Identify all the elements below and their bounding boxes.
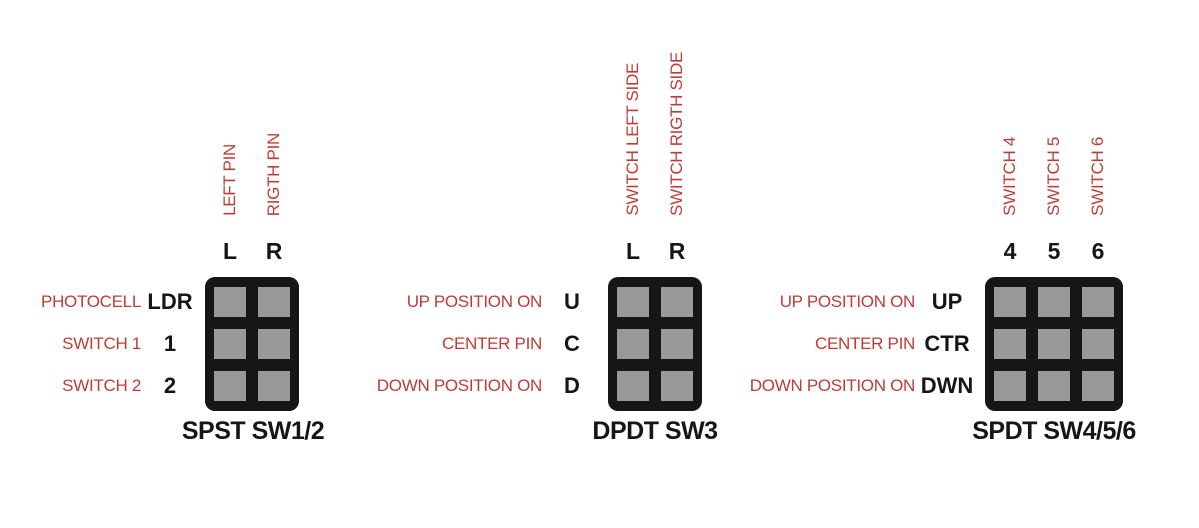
- switch-body: [608, 277, 702, 411]
- switch-caption: SPDT SW4/5/6: [972, 417, 1136, 445]
- pin-contact: [258, 287, 290, 317]
- pin-name-label: U: [564, 289, 580, 314]
- pin-contact: [214, 287, 246, 317]
- pin-name-label: 1: [163, 331, 177, 356]
- pin-row: SWITCH 2 2: [0, 373, 199, 399]
- pin-name-label: DWN: [920, 373, 974, 398]
- pin-column-header: 5: [1047, 237, 1061, 264]
- pin-contact: [617, 329, 649, 359]
- pin-contact: [1038, 371, 1070, 401]
- pin-column-headers: L R: [608, 236, 702, 266]
- pin-function-vertical-label: SWITCH LEFT SIDE: [623, 63, 642, 216]
- pin-description-label: CENTER PIN: [442, 334, 542, 353]
- pin-description-label: DOWN POSITION ON: [749, 376, 916, 395]
- pin-row: DOWN POSITION ON D: [300, 373, 602, 399]
- pin-contact: [661, 287, 693, 317]
- pin-description-label: DOWN POSITION ON: [376, 376, 543, 395]
- pin-contact: [661, 371, 693, 401]
- pin-contact: [994, 371, 1026, 401]
- pin-contact: [661, 329, 693, 359]
- switch-body: [205, 277, 299, 411]
- pin-name-label: D: [564, 373, 580, 398]
- pin-contact: [214, 329, 246, 359]
- pin-contact: [994, 329, 1026, 359]
- pin-function-vertical-label: LEFT PIN: [220, 144, 239, 216]
- pin-name-label: 2: [163, 373, 177, 398]
- pin-name-label: LDR: [147, 289, 193, 314]
- pin-row: PHOTOCELL LDR: [0, 289, 199, 315]
- pin-column-header: R: [668, 237, 686, 264]
- pin-description-label: UP POSITION ON: [406, 292, 543, 311]
- pin-function-vertical-label: SWITCH 6: [1088, 137, 1107, 216]
- pin-description-label: UP POSITION ON: [779, 292, 916, 311]
- pin-contact: [617, 287, 649, 317]
- pin-description-label: SWITCH 1: [62, 334, 141, 353]
- pin-row: CENTER PIN C: [300, 331, 602, 357]
- pin-contact: [1082, 329, 1114, 359]
- pin-function-vertical-label: RIGTH PIN: [264, 132, 283, 216]
- switch-body: [985, 277, 1123, 411]
- pin-row: CENTER PIN CTR: [680, 331, 979, 357]
- pin-contact: [214, 371, 246, 401]
- pin-contact: [1082, 371, 1114, 401]
- pin-contact: [1082, 287, 1114, 317]
- pin-contact: [1038, 329, 1070, 359]
- pin-column-header: 6: [1091, 237, 1105, 264]
- pin-description-label: SWITCH 2: [62, 376, 141, 395]
- pin-column-header: 4: [1003, 237, 1017, 264]
- switch-caption: SPST SW1/2: [181, 417, 325, 445]
- pin-contact: [617, 371, 649, 401]
- pin-contact: [994, 287, 1026, 317]
- pin-column-headers: 4 5 6: [985, 236, 1123, 266]
- pin-name-label: UP: [931, 289, 963, 314]
- switch-caption: DPDT SW3: [592, 417, 718, 445]
- pin-column-header: L: [222, 237, 238, 264]
- pin-contact: [258, 329, 290, 359]
- pin-function-vertical-label: SWITCH 5: [1044, 137, 1063, 216]
- pin-row: UP POSITION ON U: [300, 289, 602, 315]
- pin-contact: [1038, 287, 1070, 317]
- pin-name-label: C: [564, 331, 580, 356]
- pin-row: DOWN POSITION ON DWN: [680, 373, 979, 399]
- pin-function-vertical-label: SWITCH 4: [1000, 137, 1019, 216]
- pin-contact: [258, 371, 290, 401]
- pin-row: SWITCH 1 1: [0, 331, 199, 357]
- pin-row: UP POSITION ON UP: [680, 289, 979, 315]
- pin-description-label: CENTER PIN: [815, 334, 915, 353]
- pin-name-label: CTR: [924, 331, 970, 356]
- pin-column-header: R: [265, 237, 283, 264]
- pin-description-label: PHOTOCELL: [41, 292, 141, 311]
- pin-column-headers: L R: [205, 236, 299, 266]
- pin-column-header: L: [625, 237, 641, 264]
- pin-function-vertical-label: SWITCH RIGTH SIDE: [667, 52, 686, 216]
